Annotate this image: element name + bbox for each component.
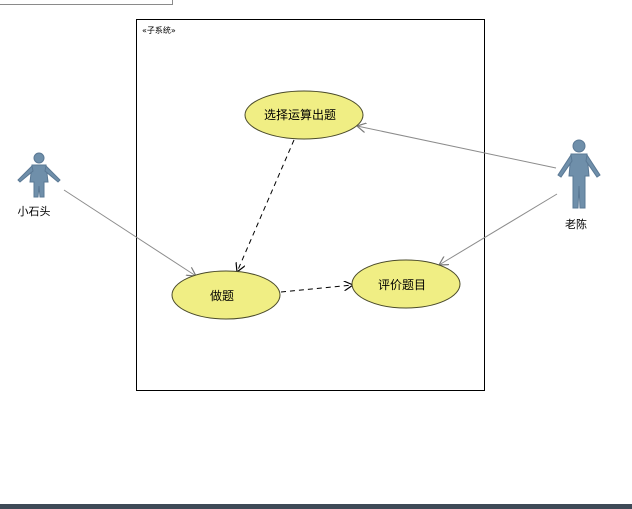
dependency-generate-do[interactable]: [237, 139, 295, 272]
association-laochen-evaluate[interactable]: [439, 193, 558, 265]
usecase-do[interactable]: 做题: [171, 270, 281, 320]
usecase-generate[interactable]: 选择运算出题: [244, 90, 364, 140]
actor-laochen[interactable]: 老陈: [557, 139, 601, 231]
association-xiaoshitou-do[interactable]: [63, 189, 196, 276]
usecase-generate-label: 选择运算出题: [264, 107, 336, 122]
actor-xiaoshitou-label: 小石头: [18, 205, 51, 218]
association-laochen-generate[interactable]: [357, 126, 557, 169]
actor-laochen-label: 老陈: [565, 217, 587, 231]
usecase-do-label: 做题: [210, 288, 234, 303]
window-tab-edge: [0, 0, 173, 5]
actor-xiaoshitou[interactable]: 小石头: [17, 152, 61, 218]
usecase-evaluate[interactable]: 评价题目: [351, 259, 461, 309]
system-stereotype: «子系统»: [142, 25, 176, 35]
usecase-evaluate-label: 评价题目: [378, 278, 426, 292]
stick-figure-icon: [557, 139, 601, 209]
dependency-do-evaluate[interactable]: [280, 285, 353, 293]
stick-figure-icon: [17, 152, 61, 198]
bottom-status-bar: [0, 504, 632, 509]
system-boundary[interactable]: [136, 19, 485, 391]
